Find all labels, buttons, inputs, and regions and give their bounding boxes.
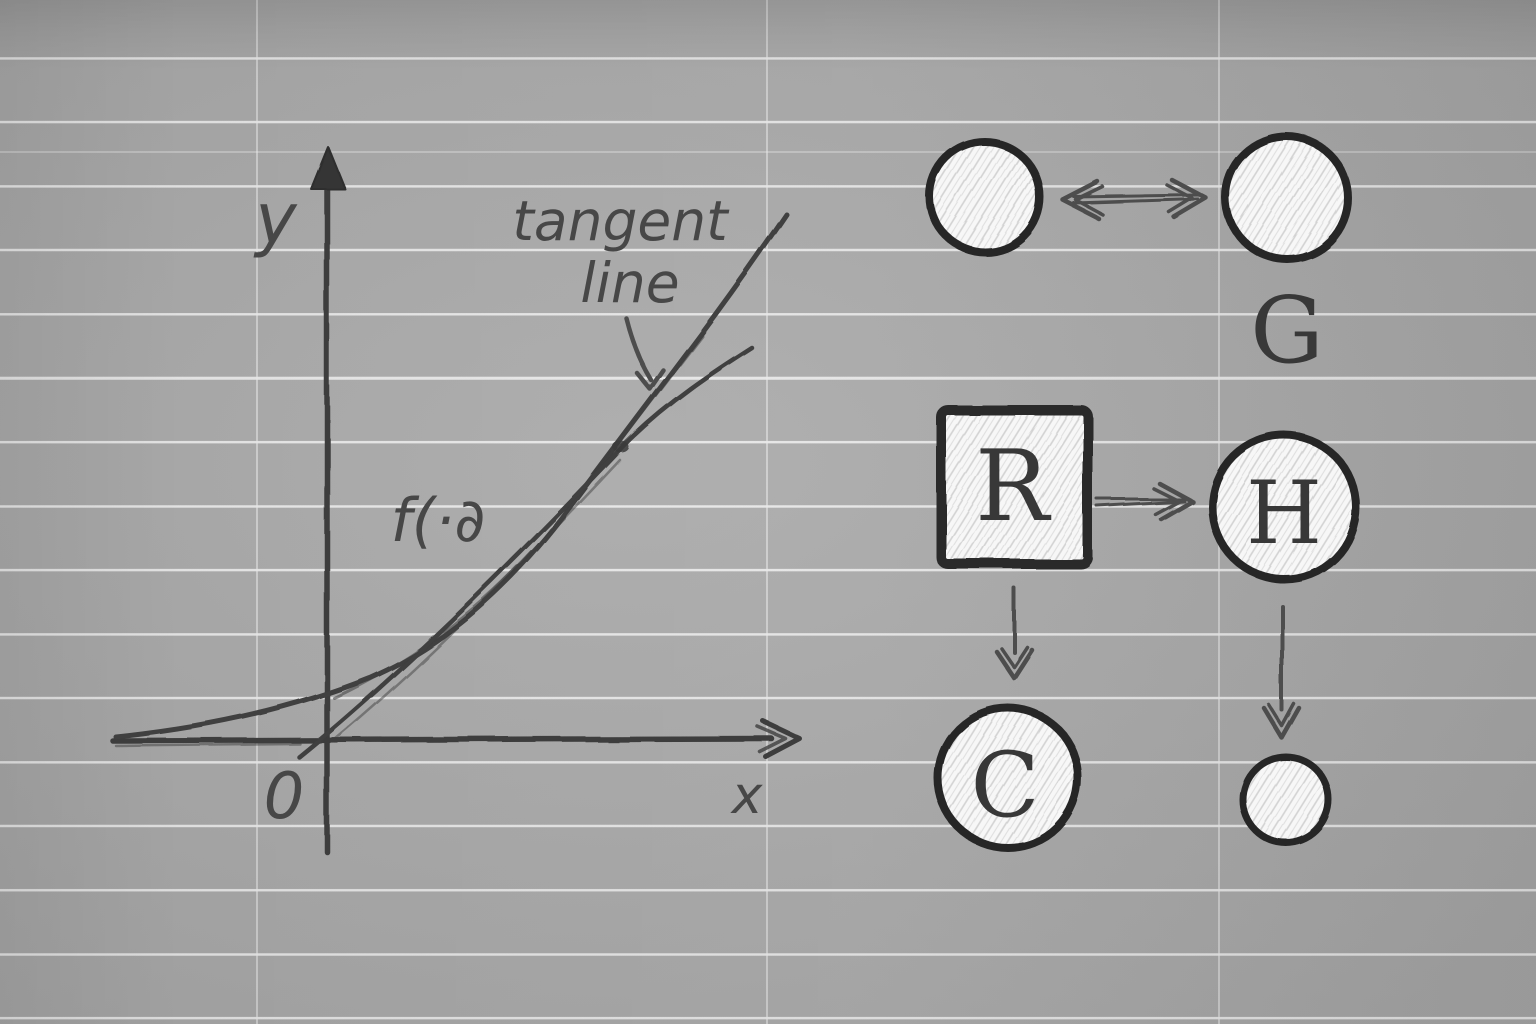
y-axis bbox=[310, 146, 346, 855]
tangent-point bbox=[613, 441, 629, 453]
faint-rule bbox=[0, 151, 1536, 153]
tangent-label-line2: line bbox=[580, 251, 679, 315]
y-axis-arrowhead bbox=[310, 146, 346, 190]
label-c: C bbox=[971, 733, 1040, 838]
node-c-circle bbox=[934, 704, 1082, 852]
margin-line-left bbox=[256, 0, 258, 1024]
x-axis bbox=[110, 719, 803, 760]
tangent-line bbox=[296, 345, 755, 760]
label-h: H bbox=[1246, 462, 1322, 564]
label-g: G bbox=[1250, 277, 1324, 384]
arrow-r-to-c bbox=[993, 586, 1035, 681]
node-h-circle bbox=[1208, 431, 1360, 583]
curve-label: f(·∂ bbox=[391, 486, 486, 556]
function-curve bbox=[113, 211, 789, 740]
x-axis-arrowhead bbox=[756, 719, 803, 760]
margin-line-center bbox=[766, 0, 768, 1024]
label-r: R bbox=[975, 430, 1052, 544]
origin-label: 0 bbox=[264, 760, 305, 834]
tangent-label-line1: tangent bbox=[512, 189, 730, 253]
tangent-label-arrow bbox=[623, 315, 666, 392]
node-top-right-circle bbox=[1222, 133, 1352, 263]
arrow-r-to-h bbox=[1095, 480, 1195, 522]
arrow-h-to-small bbox=[1261, 604, 1302, 741]
double-headed-arrow bbox=[1060, 177, 1209, 221]
x-axis-label: x bbox=[730, 766, 764, 826]
node-r-box bbox=[936, 405, 1093, 569]
node-small-circle bbox=[1239, 753, 1333, 847]
y-axis-label: y bbox=[253, 178, 298, 260]
node-top-left-circle bbox=[926, 138, 1044, 256]
